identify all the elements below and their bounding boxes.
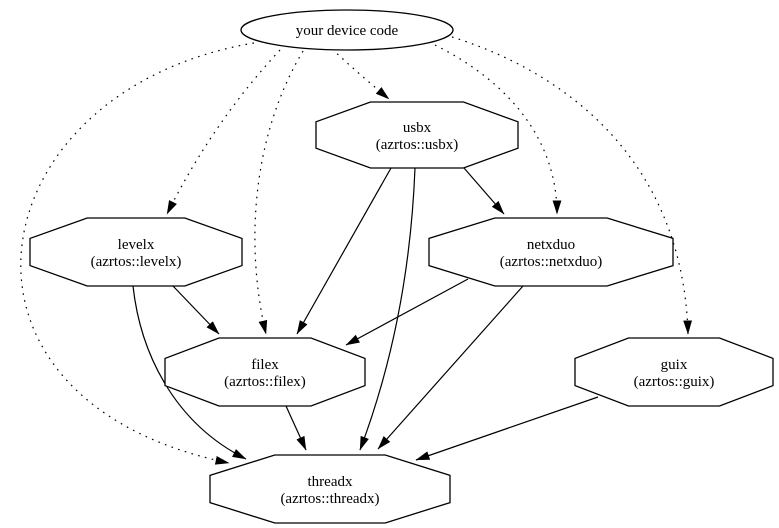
- node-label-filex-line2: (azrtos::filex): [224, 374, 306, 390]
- node-label-guix-line2: (azrtos::guix): [634, 374, 715, 390]
- edge-usbx-netxduo: [463, 167, 505, 215]
- usbx-octagon-shape: [315, 101, 519, 169]
- filex-octagon-shape: [164, 337, 366, 407]
- edge-device-guix: [451, 36, 693, 335]
- node-label-device-line1: your device code: [296, 23, 399, 39]
- node-label-usbx-line2: (azrtos::usbx): [376, 137, 458, 153]
- node-label-filex-line1: filex: [251, 357, 279, 373]
- edge-netxduo-filex: [345, 278, 469, 346]
- edge-usbx-filex: [296, 167, 392, 335]
- edge-device-levelx: [166, 49, 281, 215]
- levelx-octagon-shape: [29, 217, 243, 287]
- edge-netxduo-threadx: [377, 285, 524, 450]
- node-label-levelx-line2: (azrtos::levelx): [91, 254, 182, 270]
- node-label-guix-line1: guix: [661, 357, 688, 373]
- node-levelx: levelx(azrtos::levelx): [29, 217, 243, 287]
- node-threadx: threadx(azrtos::threadx): [209, 454, 451, 524]
- edge-levelx-filex: [172, 285, 220, 335]
- edge-device-usbx: [331, 48, 390, 100]
- edge-usbx-threadx: [359, 167, 416, 451]
- node-usbx: usbx(azrtos::usbx): [315, 101, 519, 169]
- node-filex: filex(azrtos::filex): [164, 337, 366, 407]
- device-ellipse-shape: [240, 9, 454, 51]
- node-guix: guix(azrtos::guix): [574, 337, 774, 407]
- edge-guix-threadx: [415, 396, 599, 461]
- edge-filex-threadx: [285, 405, 307, 451]
- netxduo-octagon-shape: [428, 217, 674, 287]
- nodes-layer: your device codeusbx(azrtos::usbx)levelx…: [29, 9, 774, 524]
- node-label-netxduo-line2: (azrtos::netxduo): [500, 254, 602, 270]
- edge-device-threadx: [20, 42, 255, 465]
- node-netxduo: netxduo(azrtos::netxduo): [428, 217, 674, 287]
- threadx-octagon-shape: [209, 454, 451, 524]
- node-label-levelx-line1: levelx: [118, 237, 155, 253]
- node-label-threadx-line2: (azrtos::threadx): [280, 491, 379, 507]
- guix-octagon-shape: [574, 337, 774, 407]
- edge-device-filex: [254, 50, 304, 335]
- node-label-threadx-line1: threadx: [308, 474, 353, 490]
- node-label-netxduo-line1: netxduo: [527, 237, 575, 253]
- node-device: your device code: [240, 9, 454, 51]
- node-label-usbx-line1: usbx: [403, 120, 432, 136]
